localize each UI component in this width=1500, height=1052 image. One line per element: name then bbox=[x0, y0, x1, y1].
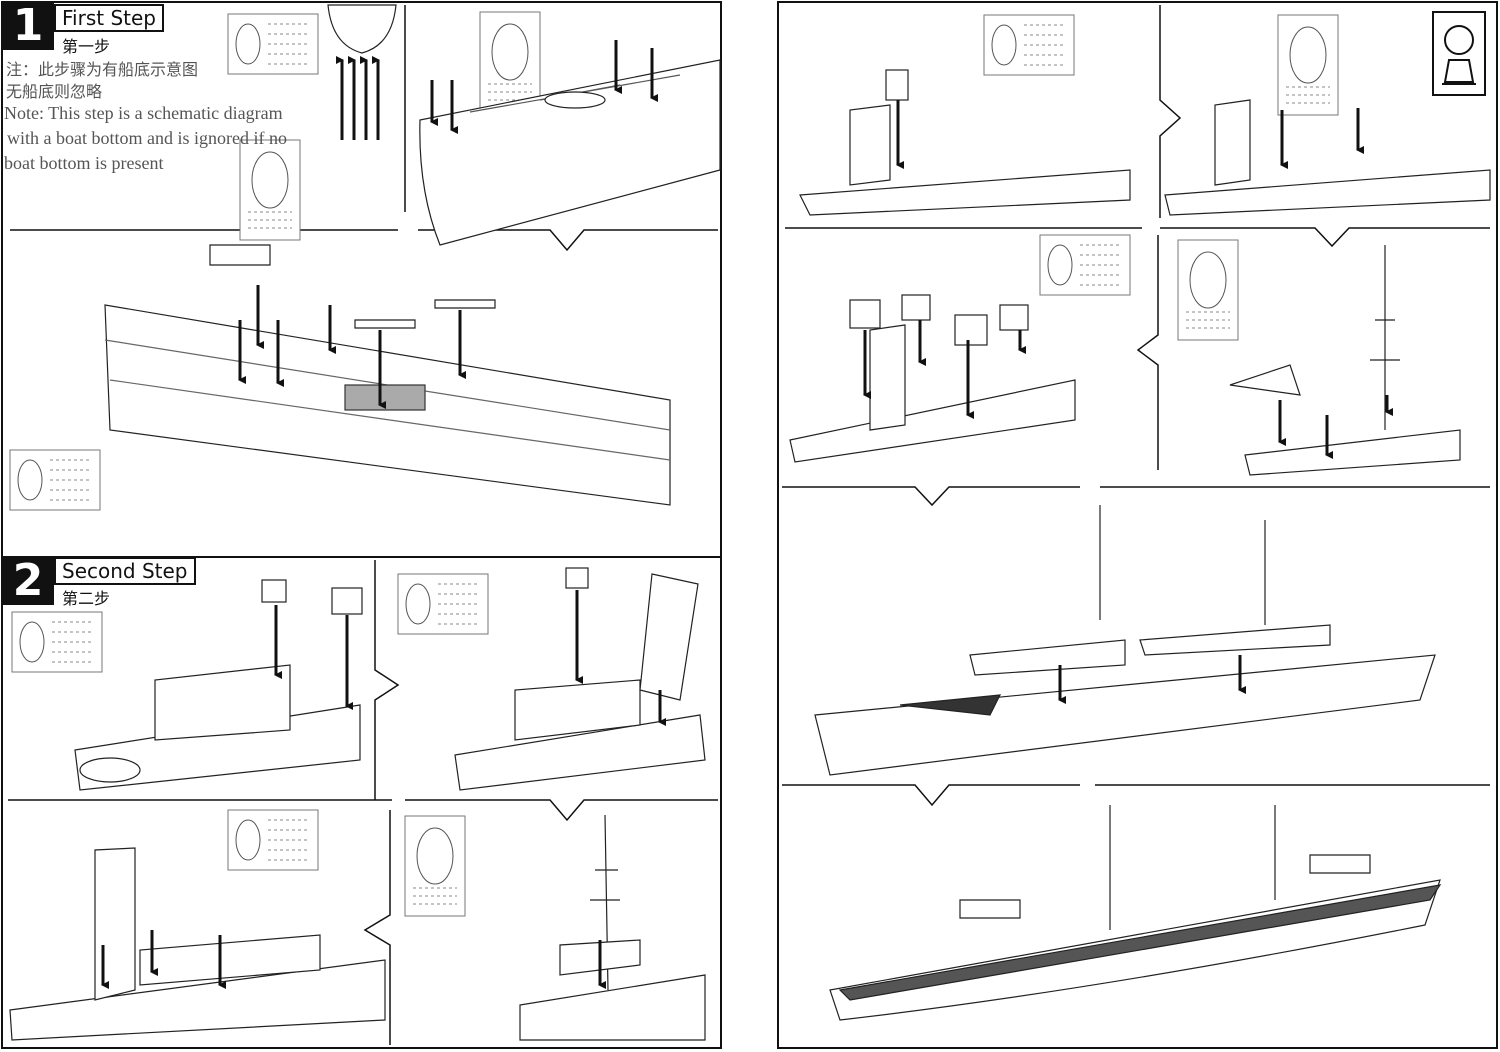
step1-note-cn-line2: 无船底则忽略 bbox=[6, 82, 103, 101]
step1-number: 1 bbox=[2, 2, 54, 50]
step1-title: First Step bbox=[54, 4, 164, 32]
assembly-arrows bbox=[101, 40, 1393, 989]
step1-title-cn: 第一步 bbox=[62, 37, 111, 56]
step1-note-cn-line1: 注：此步骤为有船底示意图 bbox=[6, 60, 199, 79]
step1-note-en-line1: Note: This step is a schematic diagram bbox=[4, 103, 283, 123]
step1-note-en-line2: with a boat bottom and is ignored if no bbox=[7, 128, 287, 148]
panel-dividers bbox=[8, 5, 1490, 1045]
searchlight-part-icon bbox=[1432, 11, 1486, 96]
ship-drawings bbox=[9, 4, 1491, 1041]
step1-note-en-line3: boat bottom is present bbox=[4, 153, 164, 173]
step2-title-cn: 第二步 bbox=[62, 589, 111, 608]
step2-number: 2 bbox=[2, 557, 54, 605]
step2-title: Second Step bbox=[54, 557, 196, 585]
right-page-frame bbox=[777, 1, 1498, 1049]
